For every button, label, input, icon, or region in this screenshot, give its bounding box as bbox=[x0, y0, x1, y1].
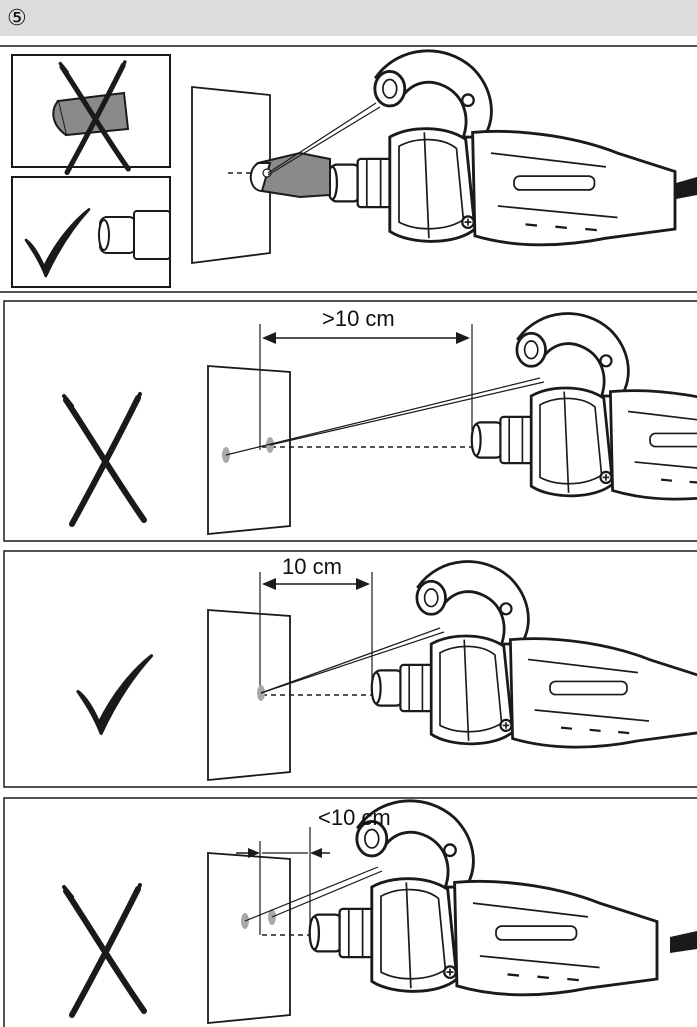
too-far-illustration bbox=[3, 300, 697, 542]
dimension-line bbox=[259, 324, 473, 450]
cross-icon bbox=[64, 394, 144, 524]
dimension-line bbox=[236, 827, 330, 935]
step-header: ⑤ bbox=[0, 0, 697, 36]
distance-label: <10 cm bbox=[318, 805, 391, 830]
heat-gun bbox=[326, 49, 677, 247]
correct-nozzle-box bbox=[11, 176, 171, 288]
surface-board bbox=[191, 86, 271, 265]
step-number: ⑤ bbox=[7, 5, 27, 30]
dimension-line bbox=[259, 572, 373, 692]
checkmark-icon bbox=[76, 654, 154, 736]
heat-gun bbox=[370, 560, 697, 749]
distance-label: >10 cm bbox=[322, 306, 395, 331]
panel-nozzle-choice bbox=[0, 45, 697, 293]
cross-icon bbox=[64, 885, 144, 1015]
wrong-nozzle-box bbox=[11, 54, 171, 172]
correct-distance-illustration bbox=[3, 550, 697, 788]
panel-distance-correct: 10 cm bbox=[0, 550, 697, 790]
too-close-illustration bbox=[3, 797, 697, 1027]
heat-gun bbox=[470, 312, 697, 501]
distance-label: 10 cm bbox=[282, 554, 342, 579]
nozzle-choice-illustration bbox=[0, 45, 697, 293]
panel-distance-too-far: >10 cm bbox=[0, 300, 697, 544]
panel-distance-too-close: <10 cm bbox=[0, 797, 697, 1027]
